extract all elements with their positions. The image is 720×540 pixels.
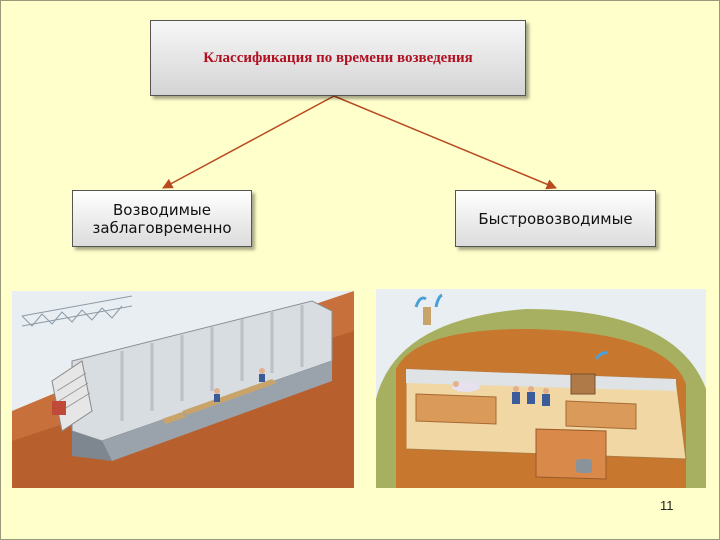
rapid-shelter-illustration	[376, 289, 706, 488]
rapid-label: Быстровозводимые	[478, 209, 633, 228]
prebuilt-label-line2: заблаговременно	[92, 218, 232, 237]
root-title: Классификация по времени возведения	[203, 49, 473, 66]
connector-left	[162, 95, 335, 189]
connector-right	[333, 95, 557, 190]
classification-root-box: Классификация по времени возведения	[150, 20, 526, 96]
slide-number: 11	[660, 498, 674, 513]
prebuilt-label-line1: Возводимые	[113, 200, 211, 219]
rapid-shelter-box: Быстровозводимые	[455, 190, 656, 247]
prebuilt-shelter-box: Возводимые заблаговременно	[72, 190, 252, 247]
prebuilt-shelter-illustration	[12, 291, 354, 488]
